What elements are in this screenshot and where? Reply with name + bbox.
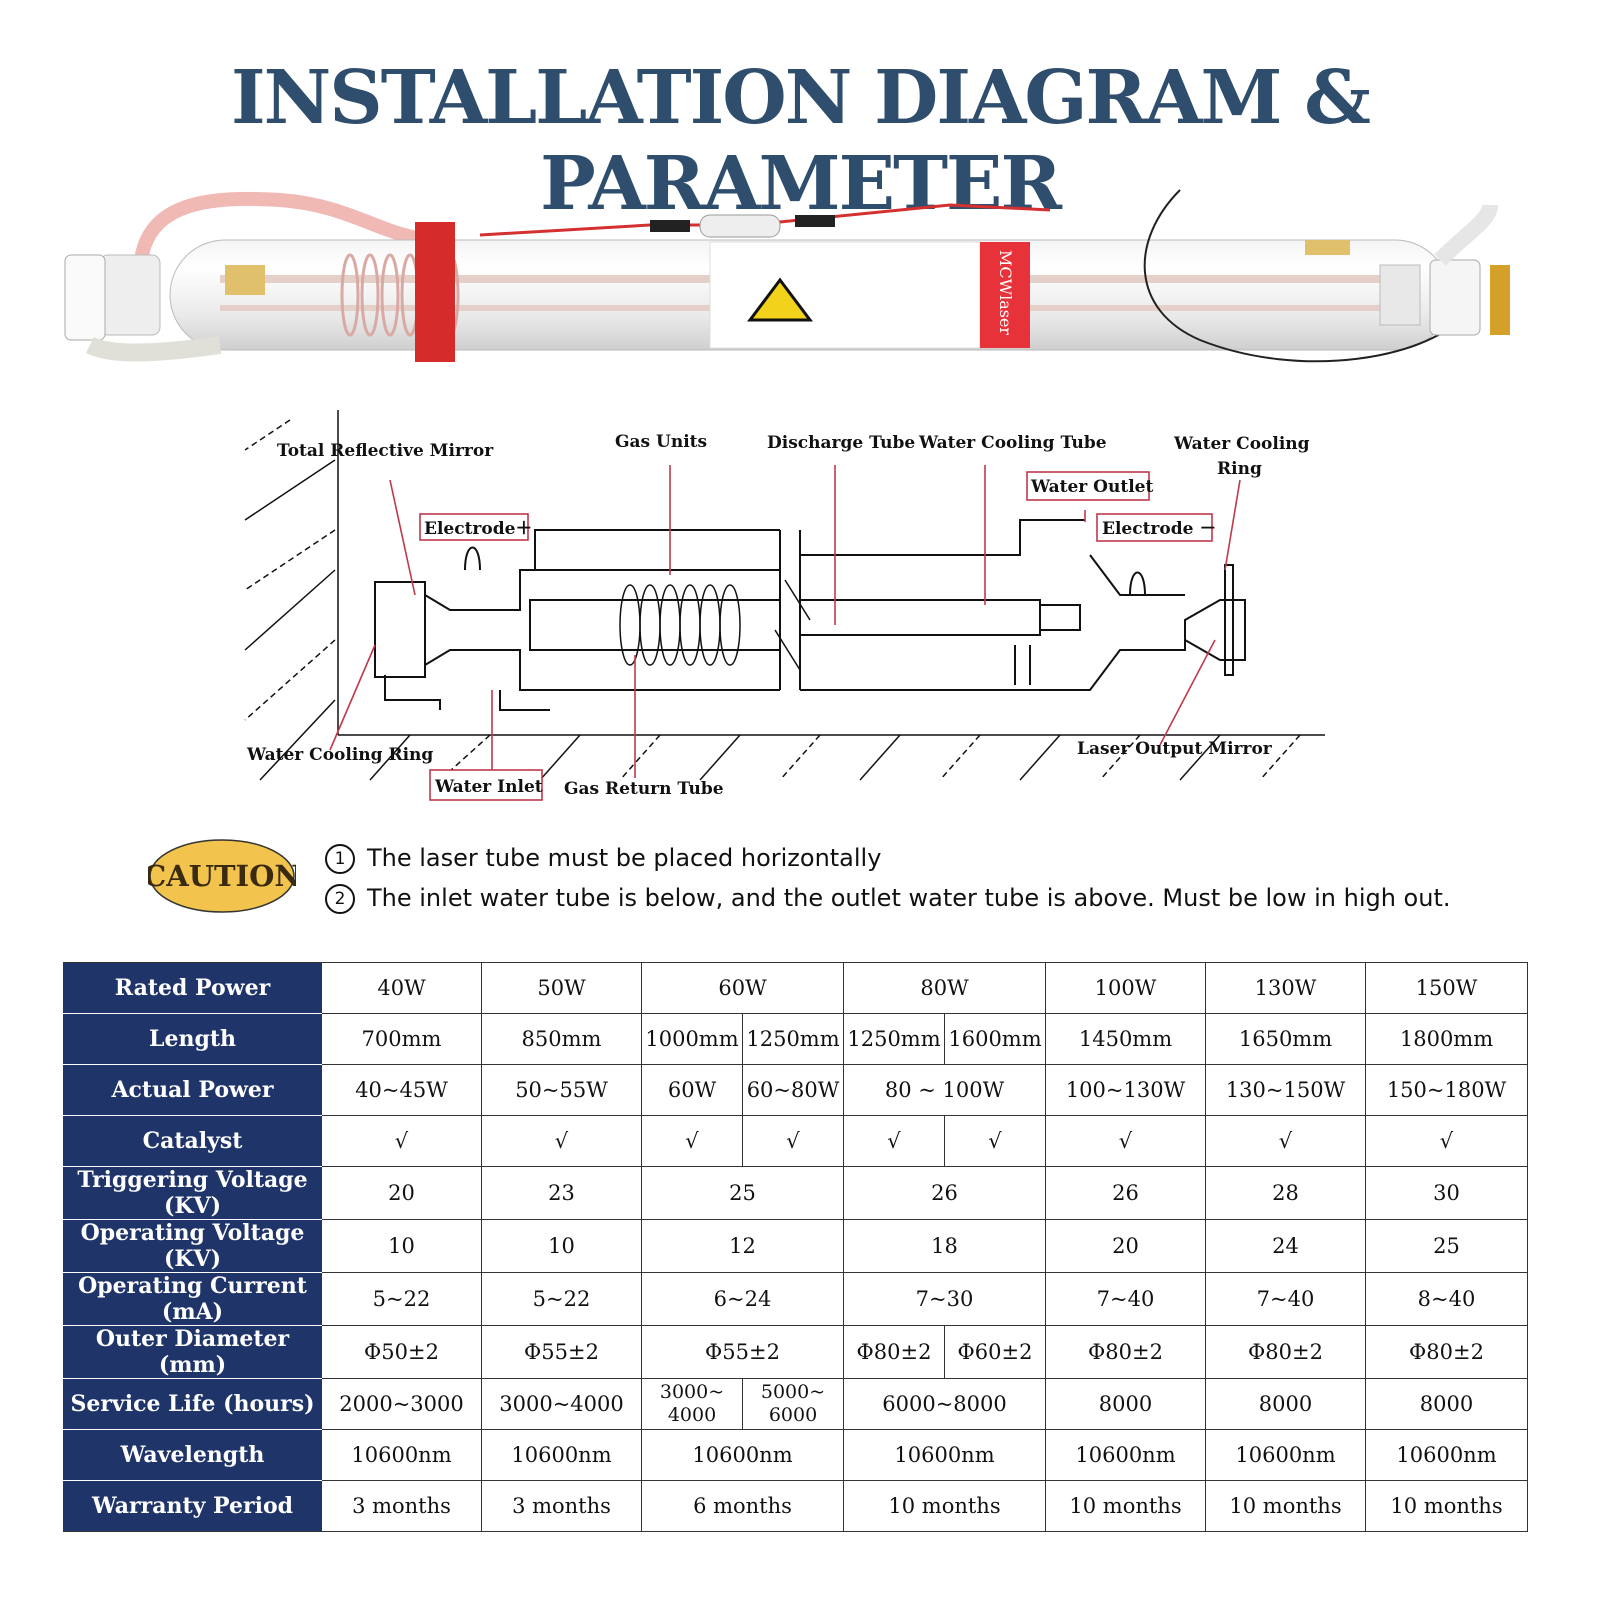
row-warranty-period: Warranty Period 3 months 3 months 6 mont… (63, 1480, 1528, 1532)
header-actual-power: Actual Power (63, 1064, 322, 1116)
row-operating-current: Operating Current (mA) 5~22 5~22 6~24 7~… (63, 1272, 1528, 1326)
header-rated-power: Rated Power (63, 962, 322, 1014)
check-icon: √ (944, 1115, 1046, 1167)
electrode-minus-badge (1096, 513, 1213, 542)
label-water-inlet: Water Inlet (434, 777, 543, 797)
row-service-life: Service Life (hours) 2000~3000 3000~4000… (63, 1378, 1528, 1430)
water-outlet-badge (1026, 471, 1150, 501)
caution-badge: CAUTION (148, 839, 296, 913)
header-catalyst: Catalyst (63, 1115, 322, 1167)
label-gas-units: Gas Units (615, 432, 707, 452)
row-rated-power: Rated Power 40W 50W 60W 80W 100W 130W 15… (63, 962, 1528, 1014)
header-service-life: Service Life (hours) (63, 1378, 322, 1430)
electrode-plus-badge (419, 513, 529, 541)
label-discharge-tube: Discharge Tube (767, 433, 915, 453)
check-icon: √ (321, 1115, 482, 1167)
page-title: INSTALLATION DIAGRAM & PARAMETER (231, 55, 1371, 227)
row-length: Length 700mm 850mm 1000mm 1250mm 1250mm … (63, 1013, 1528, 1065)
laser-tube-photo: MCWlaser (64, 189, 1510, 363)
check-icon: √ (1045, 1115, 1206, 1167)
header-length: Length (63, 1013, 322, 1065)
check-icon: √ (843, 1115, 945, 1167)
label-laser-output-mirror: Laser Output Mirror (1077, 739, 1273, 759)
header-warranty-period: Warranty Period (63, 1480, 322, 1532)
brand-label: MCWlaser (996, 250, 1015, 335)
header-outer-diameter: Outer Diameter (mm) (63, 1325, 322, 1379)
header-operating-current: Operating Current (mA) (63, 1272, 322, 1326)
row-triggering-voltage: Triggering Voltage (KV) 20 23 25 26 26 2… (63, 1166, 1528, 1220)
header-wavelength: Wavelength (63, 1429, 322, 1481)
label-total-reflective-mirror: Total Reflective Mirror (277, 441, 494, 461)
label-electrode-minus: Electrode － (1102, 519, 1216, 539)
row-wavelength: Wavelength 10600nm 10600nm 10600nm 10600… (63, 1429, 1528, 1481)
row-actual-power: Actual Power 40~45W 50~55W 60W 60~80W 80… (63, 1064, 1528, 1116)
water-inlet-badge (429, 769, 543, 801)
label-electrode-plus: Electrode＋ (424, 519, 532, 539)
label-water-outlet: Water Outlet (1030, 477, 1153, 497)
check-icon: √ (1205, 1115, 1366, 1167)
row-operating-voltage: Operating Voltage (KV) 10 10 12 18 20 24… (63, 1219, 1528, 1273)
row-outer-diameter: Outer Diameter (mm) Φ50±2 Φ55±2 Φ55±2 Φ8… (63, 1325, 1528, 1379)
label-gas-return-tube: Gas Return Tube (564, 779, 724, 799)
label-water-cooling-ring-right-1: Water Cooling (1173, 434, 1310, 454)
caution-label: CAUTION (148, 859, 296, 893)
row-catalyst: Catalyst √ √ √ √ √ √ √ √ √ (63, 1115, 1528, 1167)
check-icon: √ (481, 1115, 642, 1167)
check-icon: √ (641, 1115, 743, 1167)
parameter-table: Rated Power 40W 50W 60W 80W 100W 130W 15… (63, 962, 1528, 1532)
label-water-cooling-ring-right-2: Ring (1217, 459, 1262, 479)
installation-diagram: Total Reflective Mirror Gas Units Discha… (244, 410, 1325, 801)
check-icon: √ (1365, 1115, 1528, 1167)
check-icon: √ (742, 1115, 844, 1167)
label-water-cooling-tube: Water Cooling Tube (918, 433, 1107, 453)
header-triggering-voltage: Triggering Voltage (KV) (63, 1166, 322, 1220)
label-water-cooling-ring-left: Water Cooling Ring (246, 745, 433, 765)
header-operating-voltage: Operating Voltage (KV) (63, 1219, 322, 1273)
